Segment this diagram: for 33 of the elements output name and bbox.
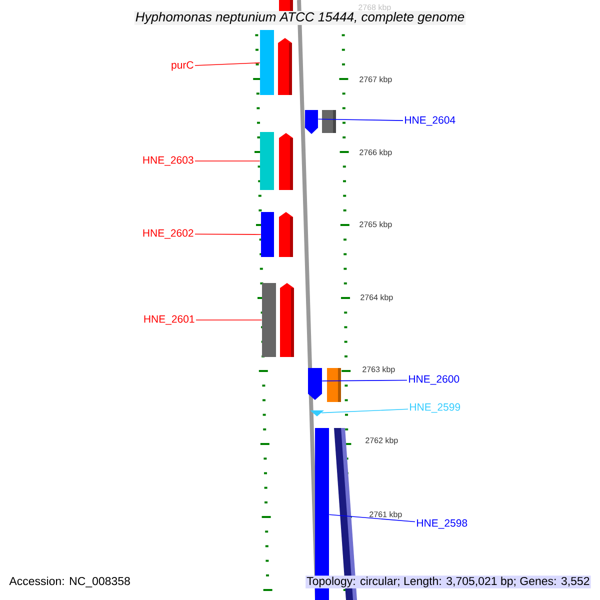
leader-line [328,514,416,522]
gene-bar [260,132,274,190]
tick-label: 2762 kbp [366,437,398,445]
leader-line [194,160,260,162]
tick-label: 2761 kbp [370,511,402,519]
tick-label: 2764 kbp [360,294,393,302]
gene-label: HNE_2599 [410,403,460,413]
leader-line [194,62,260,66]
tick-label: 2765 kbp [360,221,392,229]
gene-bar [305,110,318,134]
gene-label: HNE_2598 [417,519,468,529]
footer-text: Accession: NC_008358 [9,576,130,588]
leader-line [318,118,404,121]
gene-label: HNE_2602 [143,229,194,239]
gene-label: HNE_2603 [143,156,194,166]
title: Hyphomonas neptunium ATCC 15444, complete genome [134,10,466,26]
gene-marker [310,410,324,416]
gene-label: purC [172,61,194,71]
footer-text: Topology: circular; Length: 3,705,021 bp; Genes: 3,552 [306,576,591,588]
tick-label: 2768 kbp [358,4,391,12]
tick-label: 2767 kbp [360,76,392,84]
gene-label: HNE_2600 [409,375,460,385]
tick-label: 2763 kbp [362,366,395,374]
gene-bar [308,368,322,400]
gene-bar [262,283,276,357]
gene-label: HNE_2601 [144,315,194,325]
gene-label: HNE_2604 [405,116,456,126]
tick-label: 2766 kbp [360,149,392,157]
leader-line [194,234,262,235]
gene-bar [261,212,274,257]
gene-bar [260,30,274,95]
leader-line [321,408,408,414]
leader-line [322,380,408,382]
